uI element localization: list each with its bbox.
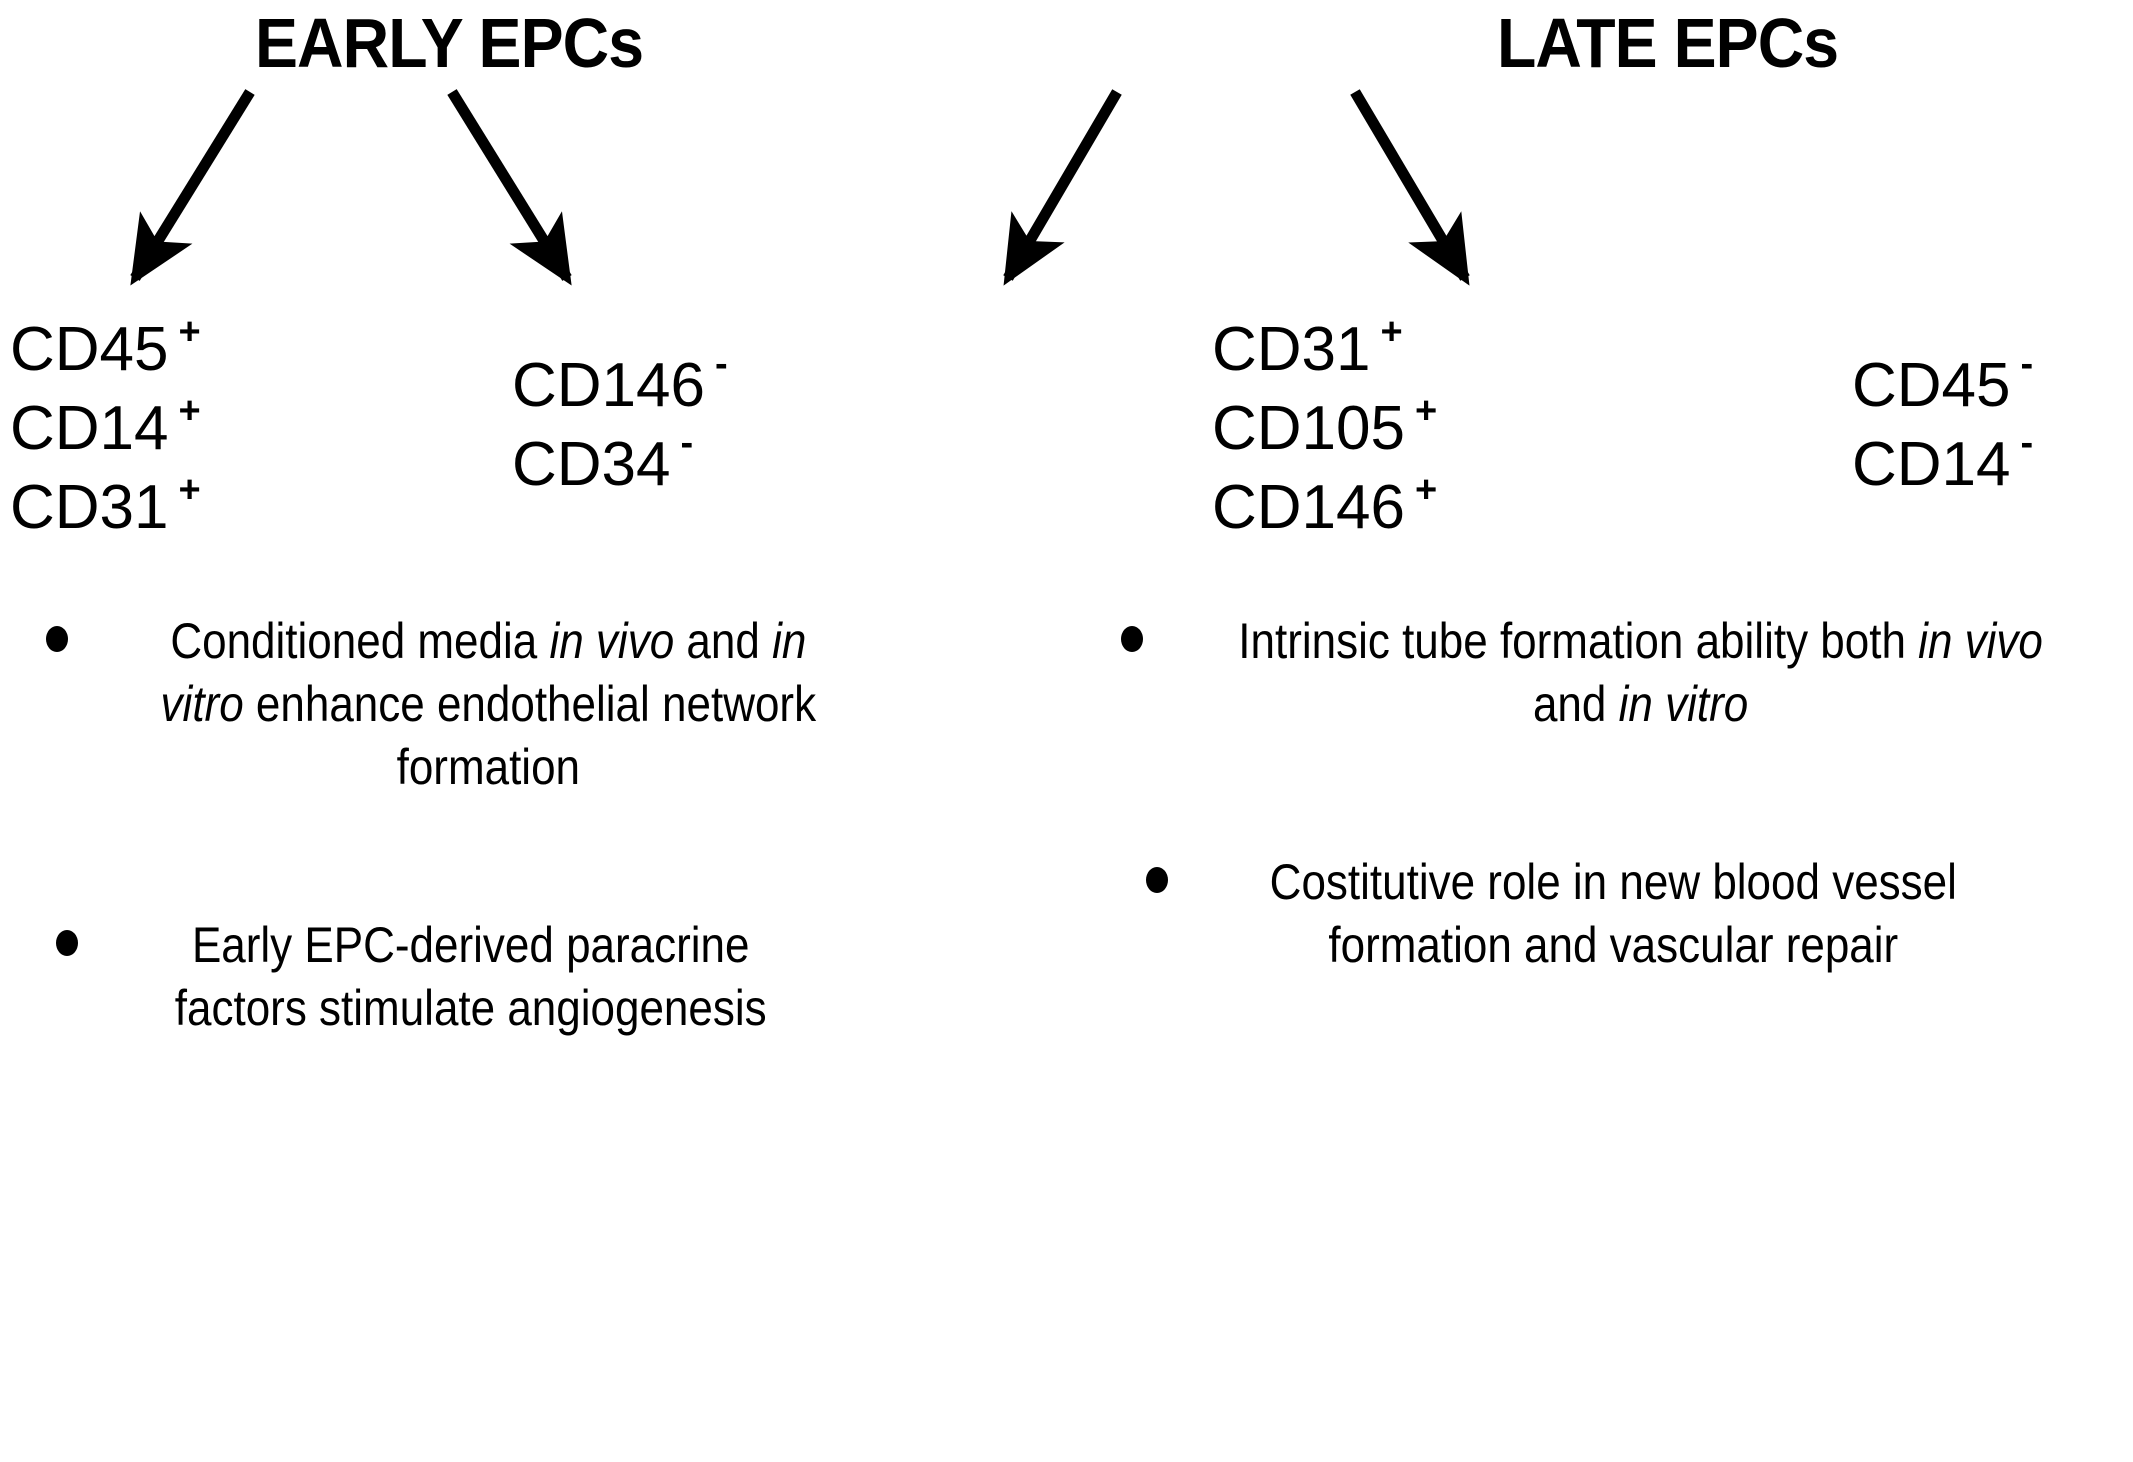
list-item: Costitutive role in new blood vessel for… <box>1120 851 2133 977</box>
marker-group-late-negative: CD45- CD14- <box>1852 310 2033 504</box>
marker-sign: + <box>178 469 201 511</box>
marker-sign: - <box>2020 343 2034 385</box>
marker-label: CD105 <box>1212 394 1405 463</box>
marker-group-early-positive: CD45+ CD14+ CD31+ <box>10 310 201 547</box>
marker-label: CD34 <box>512 430 671 499</box>
marker-sign: - <box>2020 422 2034 464</box>
bullet-list-late: Intrinsic tube formation ability both in… <box>1120 610 2133 977</box>
marker-sign: + <box>1415 390 1438 432</box>
bullet-dot-icon <box>1121 626 1143 652</box>
column-title-late-epcs: LATE EPCs <box>1497 4 1839 82</box>
arrow-early-right <box>447 89 572 286</box>
marker-row: CD146- <box>512 343 728 425</box>
column-title-early-epcs: EARLY EPCs <box>255 4 644 82</box>
marker-group-early-negative: CD146- CD34- <box>512 310 728 504</box>
marker-row: CD45+ <box>10 310 201 389</box>
list-item: Early EPC-derived paracrine factors stim… <box>0 914 1040 1040</box>
bullet-text: Conditioned media in vivo and in vitro e… <box>160 613 817 795</box>
arrow-late-left <box>1003 89 1122 286</box>
list-item: Conditioned media in vivo and in vitro e… <box>0 610 1040 799</box>
bullet-text: Intrinsic tube formation ability both in… <box>1238 613 2043 732</box>
marker-sign: - <box>680 422 694 464</box>
marker-row: CD14+ <box>10 389 201 468</box>
marker-row: CD34- <box>512 422 728 504</box>
marker-label: CD14 <box>10 394 169 463</box>
arrow-late-right <box>1350 89 1470 286</box>
marker-label: CD146 <box>1212 473 1405 542</box>
marker-row: CD146+ <box>1212 468 1437 547</box>
marker-label: CD45 <box>1852 351 2011 420</box>
marker-row: CD14- <box>1852 422 2034 504</box>
marker-label: CD146 <box>512 351 705 420</box>
marker-row: CD31+ <box>1212 310 1437 389</box>
bullet-dot-icon <box>1146 867 1168 893</box>
bullet-dot-icon <box>46 626 68 652</box>
marker-sign: - <box>715 343 728 385</box>
marker-sign: + <box>178 390 201 432</box>
marker-sign: + <box>1415 469 1438 511</box>
arrow-early-left <box>130 89 255 286</box>
bullet-text: Early EPC-derived paracrine factors stim… <box>174 917 767 1036</box>
marker-label: CD14 <box>1852 430 2011 499</box>
bullet-list-early: Conditioned media in vivo and in vitro e… <box>0 610 1040 1040</box>
marker-row: CD45- <box>1852 343 2034 425</box>
marker-row: CD105+ <box>1212 389 1437 468</box>
bullet-dot-icon <box>56 930 78 956</box>
marker-label: CD31 <box>10 473 169 542</box>
marker-row: CD31+ <box>10 468 201 547</box>
marker-label: CD31 <box>1212 315 1371 384</box>
marker-sign: + <box>178 311 201 353</box>
marker-label: CD45 <box>10 315 169 384</box>
marker-group-late-positive: CD31+ CD105+ CD146+ <box>1212 310 1437 547</box>
bullet-text: Costitutive role in new blood vessel for… <box>1269 854 1957 973</box>
marker-sign: + <box>1380 311 1403 353</box>
list-item: Intrinsic tube formation ability both in… <box>1120 610 2133 736</box>
